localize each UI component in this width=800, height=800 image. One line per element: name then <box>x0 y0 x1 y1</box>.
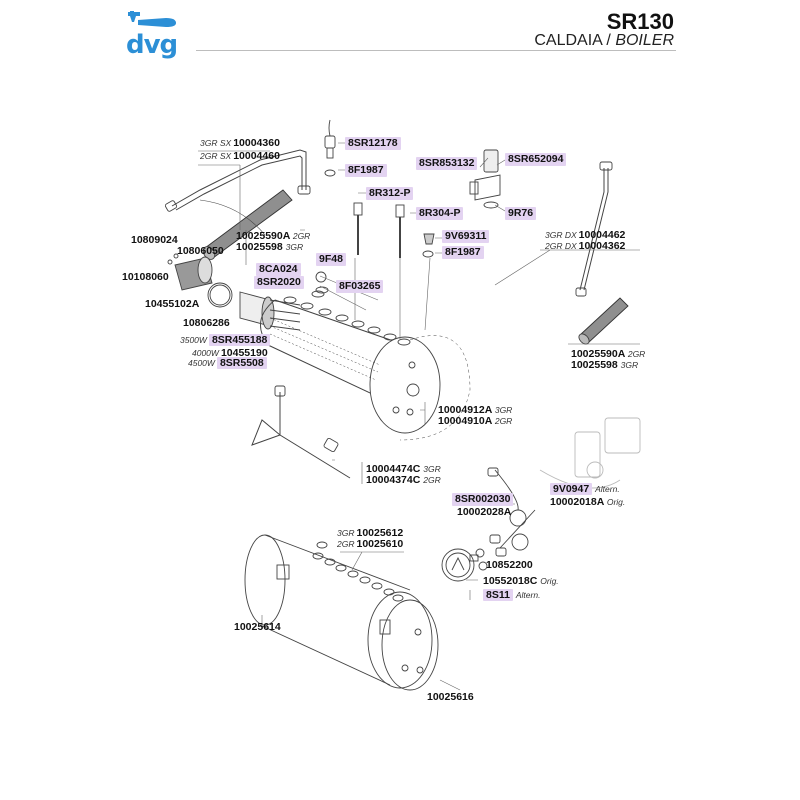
part-label-highlighted[interactable]: 8F03265 <box>336 280 384 293</box>
part-label[interactable]: 10806050 <box>177 245 224 257</box>
part-label[interactable]: 10025590A 2GR <box>571 348 646 360</box>
pipe-right-dx <box>575 161 613 297</box>
part-label-highlighted[interactable]: 8R304-P <box>416 207 464 220</box>
solenoid-valve-faded <box>539 417 641 489</box>
part-label-highlighted[interactable]: 8SR002030 <box>452 493 514 506</box>
part-label[interactable]: 10108060 <box>122 271 169 283</box>
part-label-highlighted[interactable]: 9R76 <box>505 207 537 220</box>
shell-vents <box>312 541 404 602</box>
part-label[interactable]: 8S11 Altern. <box>483 589 540 602</box>
part-label-highlighted[interactable]: 8SR853132 <box>416 157 478 170</box>
pressure-gauge <box>441 467 536 582</box>
part-label[interactable]: 10025598 3GR <box>571 359 639 371</box>
pipe-bottom <box>251 385 351 479</box>
part-label-highlighted[interactable]: 8CA024 <box>256 263 301 276</box>
part-label-highlighted[interactable]: 8SR12178 <box>345 137 401 150</box>
part-label[interactable]: 10002028A <box>457 506 512 518</box>
insulation-shell <box>244 534 439 691</box>
part-label-highlighted[interactable]: 8SR652094 <box>505 153 567 166</box>
insulation-tube-left <box>199 189 293 260</box>
part-label[interactable]: 10004912A 3GR <box>438 404 513 416</box>
part-label[interactable]: 10025614 <box>234 621 281 633</box>
part-label[interactable]: 10852200 <box>486 559 533 571</box>
section-title-en: BOILER <box>615 32 674 49</box>
small-parts-9f48 <box>315 271 329 294</box>
part-label[interactable]: 10004910A 2GR <box>438 415 513 427</box>
header-divider <box>196 50 676 51</box>
probe-8sr12178 <box>324 119 336 177</box>
part-label[interactable]: 10025616 <box>427 691 474 703</box>
section-separator: / <box>601 32 616 49</box>
portafilter-icon <box>128 11 176 27</box>
dvg-logo: dvg <box>126 10 178 60</box>
part-label[interactable]: 10025590A 2GR <box>236 230 311 242</box>
boiler-body <box>260 290 471 441</box>
part-label-highlighted[interactable]: 8F1987 <box>345 164 387 177</box>
part-label-highlighted[interactable]: 8F1987 <box>442 246 484 259</box>
part-label-highlighted[interactable]: 9V69311 <box>442 230 490 243</box>
section-title: CALDAIA / BOILER <box>534 32 674 50</box>
fittings-left <box>167 253 233 308</box>
part-label[interactable]: 10552018C Orig. <box>483 575 559 587</box>
brand-name: dvg <box>126 30 178 60</box>
probes-8r <box>353 202 405 258</box>
valve-8sr652094 <box>469 149 501 209</box>
pipe-left-sx <box>164 149 311 212</box>
part-label-highlighted[interactable]: 9F48 <box>316 253 346 266</box>
part-label[interactable]: 10025598 3GR <box>236 241 304 253</box>
part-label[interactable]: 10004474C 3GR <box>366 463 441 475</box>
part-label-highlighted[interactable]: 8R312-P <box>366 187 414 200</box>
part-label[interactable]: 10806286 <box>183 317 230 329</box>
part-label[interactable]: 10455102A <box>145 298 200 310</box>
model-title: SR130 <box>606 9 674 34</box>
part-label[interactable]: 10004374C 2GR <box>366 474 441 486</box>
part-label[interactable]: 9V0947 Altern. <box>550 483 620 496</box>
part-label[interactable]: 10002018A Orig. <box>550 496 626 508</box>
valve-9v69311 <box>422 233 435 258</box>
boiler-ports <box>283 290 411 346</box>
section-title-it: CALDAIA <box>534 32 602 49</box>
insulation-tube-right <box>578 297 629 345</box>
part-label-highlighted[interactable]: 8SR2020 <box>254 276 304 289</box>
part-label[interactable]: 10809024 <box>131 234 178 246</box>
heating-element <box>239 291 301 331</box>
